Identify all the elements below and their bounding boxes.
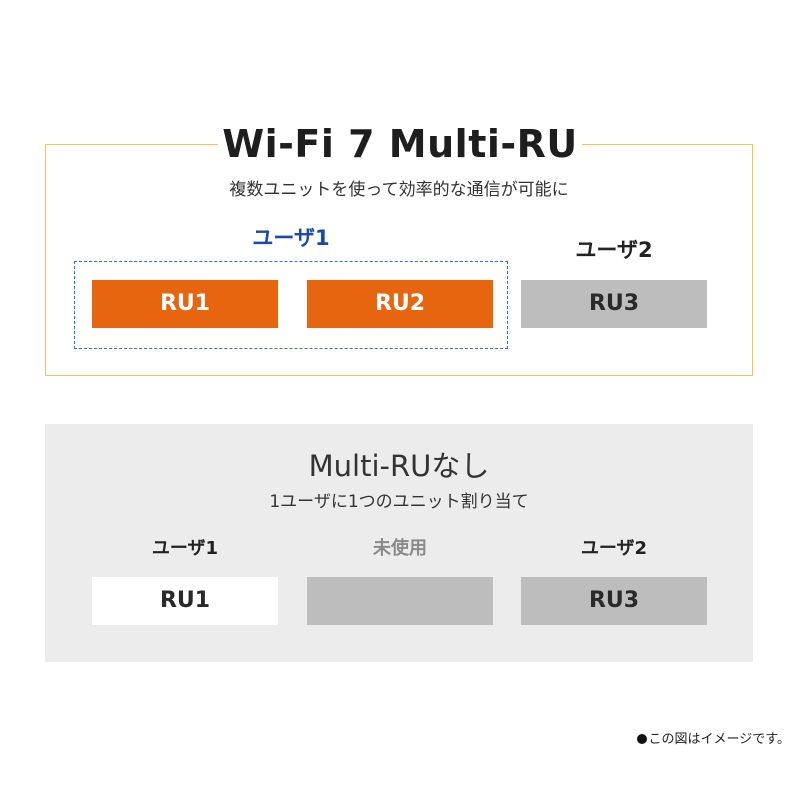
- bullet-icon: [636, 734, 647, 744]
- multi-ru-unit-ru2: RU2: [307, 280, 493, 328]
- no-multi-ru-unit-unused: [307, 577, 493, 625]
- multi-ru-unit-ru3: RU3: [521, 280, 707, 328]
- multi-ru-user1-label: ユーザ1: [252, 226, 330, 250]
- no-multi-ru-user1-label: ユーザ1: [151, 538, 219, 559]
- no-multi-ru-title: Multi-RUなし: [308, 449, 490, 483]
- multi-ru-unit-ru1: RU1: [92, 280, 278, 328]
- footnote-text: この図はイメージです。: [648, 732, 790, 747]
- no-multi-ru-unit-ru1: RU1: [92, 577, 278, 625]
- multi-ru-subtitle: 複数ユニットを使って効率的な通信が可能に: [229, 180, 569, 200]
- user1-unit-group: [74, 261, 508, 349]
- multi-ru-user2-label: ユーザ2: [575, 238, 653, 262]
- multi-ru-title: Wi-Fi 7 Multi-RU: [218, 120, 582, 168]
- no-multi-ru-user2-label: ユーザ2: [580, 538, 648, 559]
- no-multi-ru-subtitle: 1ユーザに1つのユニット割り当て: [269, 492, 529, 512]
- footnote: この図はイメージです。: [636, 730, 790, 750]
- no-multi-ru-unused-label: 未使用: [373, 538, 427, 559]
- no-multi-ru-unit-ru3: RU3: [521, 577, 707, 625]
